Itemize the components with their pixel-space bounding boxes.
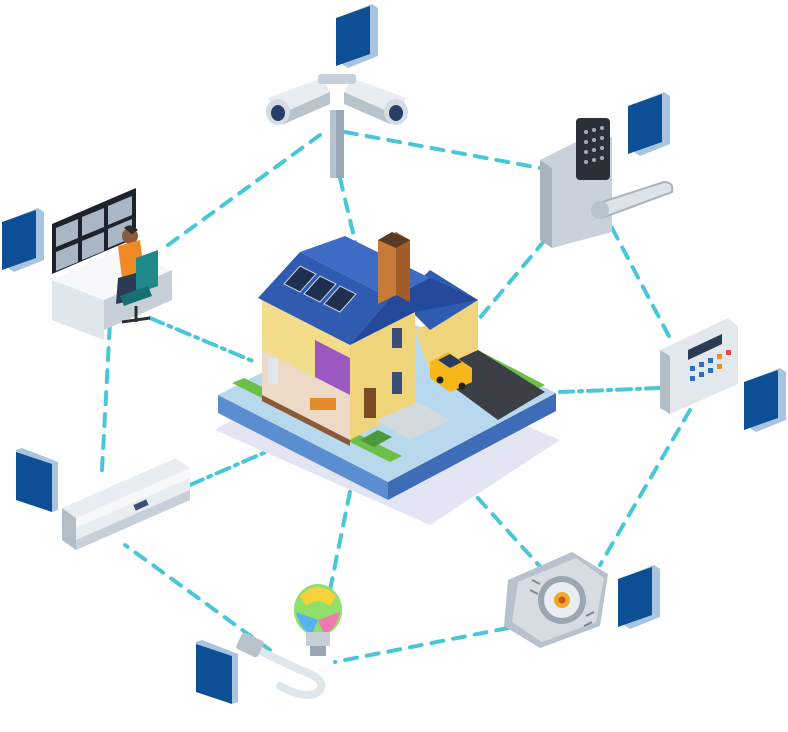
panel-tag [744, 368, 786, 432]
link-hub-bulb [328, 480, 354, 592]
link-hub-station [148, 316, 257, 364]
interior-floor [262, 395, 350, 446]
link-panel-fan [598, 408, 692, 567]
fan-tag [618, 565, 660, 629]
roof-left [258, 252, 390, 345]
tag-badges [2, 4, 786, 704]
window-upper [392, 328, 402, 348]
fan-icon [504, 552, 608, 648]
operator-figure [116, 225, 158, 324]
link-bulb-ac [123, 543, 272, 652]
lock-tag [628, 92, 670, 156]
monitor-wall [52, 188, 136, 274]
base-left-side [218, 395, 388, 500]
garden-bed-1 [360, 430, 392, 447]
roof-right [350, 278, 478, 345]
station-tag [2, 208, 44, 272]
cctv-camera-icon [266, 74, 408, 178]
connection-lines [100, 130, 692, 664]
garage-wall [415, 300, 478, 372]
ac-tag [16, 448, 58, 512]
front-path [376, 402, 450, 440]
air-conditioner-icon [62, 458, 190, 550]
bulb-tag [196, 640, 238, 704]
link-hub-ac [188, 446, 277, 487]
sofa [310, 398, 336, 410]
link-ac-station [100, 320, 112, 472]
interior-purple-room [315, 340, 350, 395]
car-icon [430, 352, 472, 392]
base-right-side [388, 393, 556, 500]
link-station-camera [166, 133, 322, 247]
fridge [268, 358, 278, 384]
chimney [378, 232, 410, 304]
link-lock-panel [610, 226, 674, 344]
camera-tag [336, 4, 378, 68]
link-camera-lock [343, 130, 542, 170]
keypad-lock-icon [540, 118, 674, 248]
monitoring-desk-icon [52, 188, 172, 340]
window-lower [392, 372, 402, 394]
link-hub-lock [476, 238, 547, 322]
link-fan-bulb [333, 626, 510, 664]
interior-cutaway [262, 350, 350, 440]
door-handle [594, 180, 674, 220]
light-bulb-icon [236, 584, 342, 699]
link-hub-panel [558, 386, 662, 394]
house-icon [215, 232, 560, 525]
alarm-panel-icon [660, 318, 738, 414]
front-door [364, 388, 376, 418]
solar-panels-icon [283, 265, 357, 313]
